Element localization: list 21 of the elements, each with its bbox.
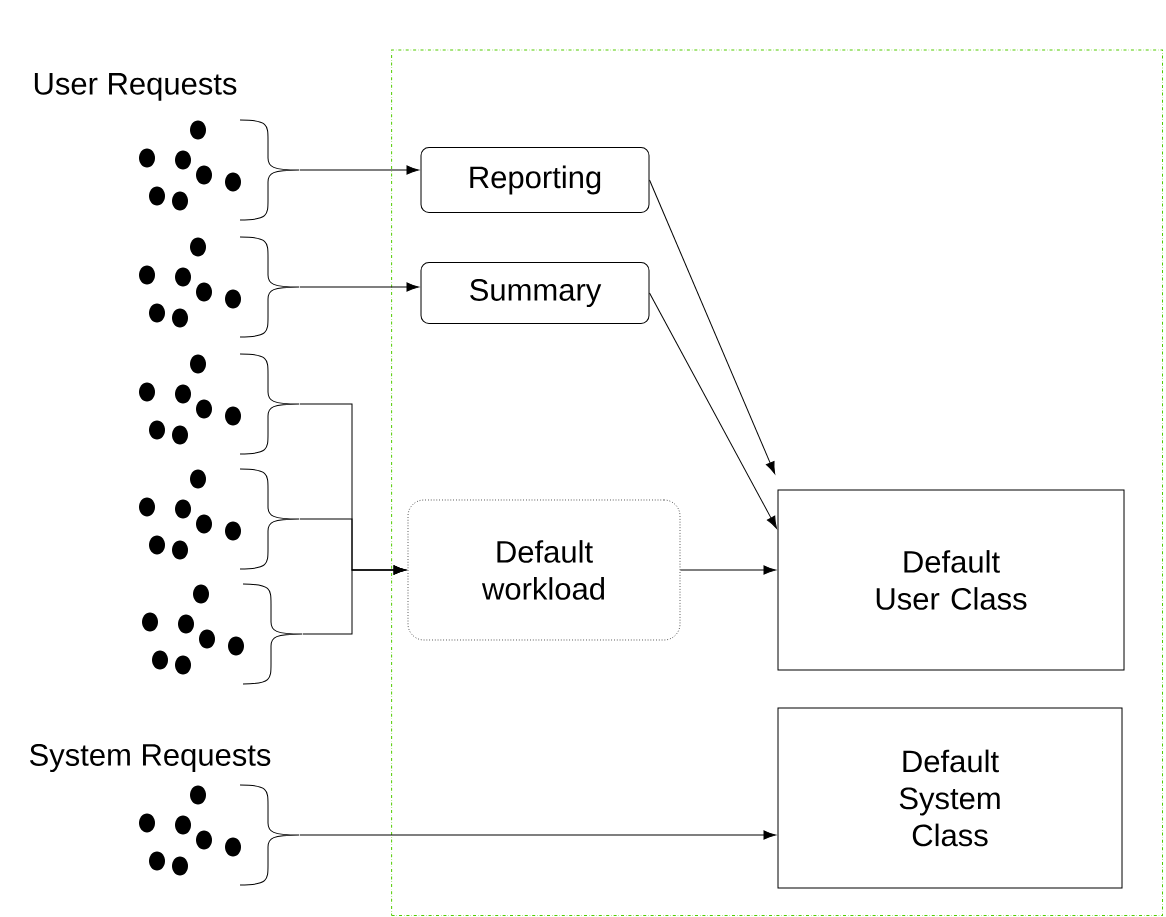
request-dots-drawing	[139, 119, 300, 221]
service-class-box: Default User Class	[777, 489, 1125, 671]
service-class-box: Default System Class	[777, 707, 1123, 889]
arrow	[299, 165, 419, 175]
group-label: User Requests	[34, 73, 237, 101]
arrow	[302, 565, 406, 635]
workload-box: Default workload	[407, 499, 681, 641]
workload-box: Summary	[420, 262, 650, 324]
request-dots-drawing	[139, 353, 300, 455]
request-dots-drawing	[139, 784, 300, 886]
arrow	[649, 292, 777, 529]
system-boundary	[391, 49, 1163, 916]
request-dots-drawing	[139, 236, 300, 338]
workload-box: Reporting	[420, 147, 650, 213]
arrow	[649, 179, 776, 474]
arrow	[679, 565, 776, 575]
group-label: System Requests	[29, 743, 271, 773]
request-dots-drawing	[139, 468, 300, 570]
arrow	[299, 282, 419, 292]
request-dots-drawing	[142, 583, 303, 685]
arrow	[299, 830, 776, 840]
